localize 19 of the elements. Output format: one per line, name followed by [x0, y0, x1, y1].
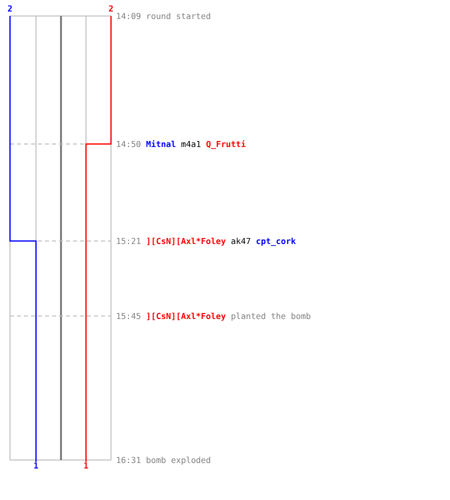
player-name: ][CsN][Axl*Foley [146, 236, 226, 246]
player-name: Mitnal [146, 139, 176, 149]
player-count: 1 [84, 462, 88, 470]
player-name: Q_Frutti [206, 139, 246, 149]
time-label: 14:50 [116, 139, 141, 149]
time-label: 15:45 [116, 311, 141, 321]
event-text: round started [146, 11, 211, 21]
player-count: 2 [108, 4, 114, 14]
player-name: cpt_cork [256, 236, 296, 246]
player-name: ][CsN][Axl*Foley [146, 311, 226, 321]
time-label: 14:09 [116, 11, 141, 21]
event-text: bomb exploded [146, 455, 211, 465]
player-count: 1 [34, 462, 38, 470]
player-count: 2 [8, 4, 12, 14]
time-label: 15:21 [116, 236, 141, 246]
weapon-name: ak47 [230, 236, 251, 246]
event-text: planted the bomb [230, 311, 311, 321]
time-label: 16:31 [116, 455, 141, 465]
weapon-name: m4a1 [180, 139, 201, 149]
